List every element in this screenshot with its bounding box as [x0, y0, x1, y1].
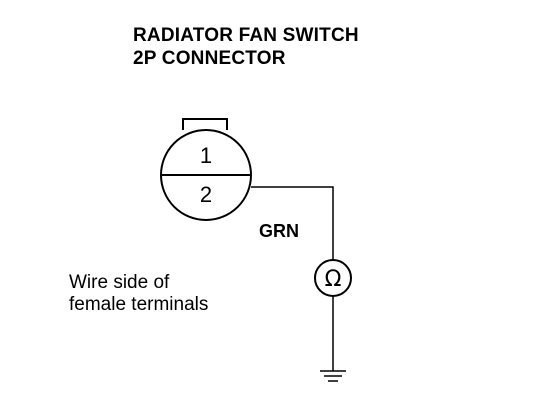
title-line-2: 2P CONNECTOR: [133, 48, 286, 69]
connector-lock-tab: [182, 118, 228, 130]
pin-2-label: 2: [200, 182, 212, 207]
note-line-1: Wire side of: [69, 272, 170, 293]
ground-icon: [320, 370, 346, 382]
ohm-symbol: Ω: [325, 267, 342, 292]
pin-1-label: 1: [200, 143, 212, 168]
ohmmeter-icon: Ω: [314, 259, 352, 297]
probe-wire: [251, 186, 334, 260]
wire-side-note: Wire side of female terminals: [69, 272, 208, 316]
wire-color-label: GRN: [259, 221, 299, 241]
title-line-1: RADIATOR FAN SWITCH: [133, 25, 359, 46]
note-line-2: female terminals: [69, 294, 209, 315]
diagram-title: RADIATOR FAN SWITCH 2P CONNECTOR: [133, 24, 359, 70]
